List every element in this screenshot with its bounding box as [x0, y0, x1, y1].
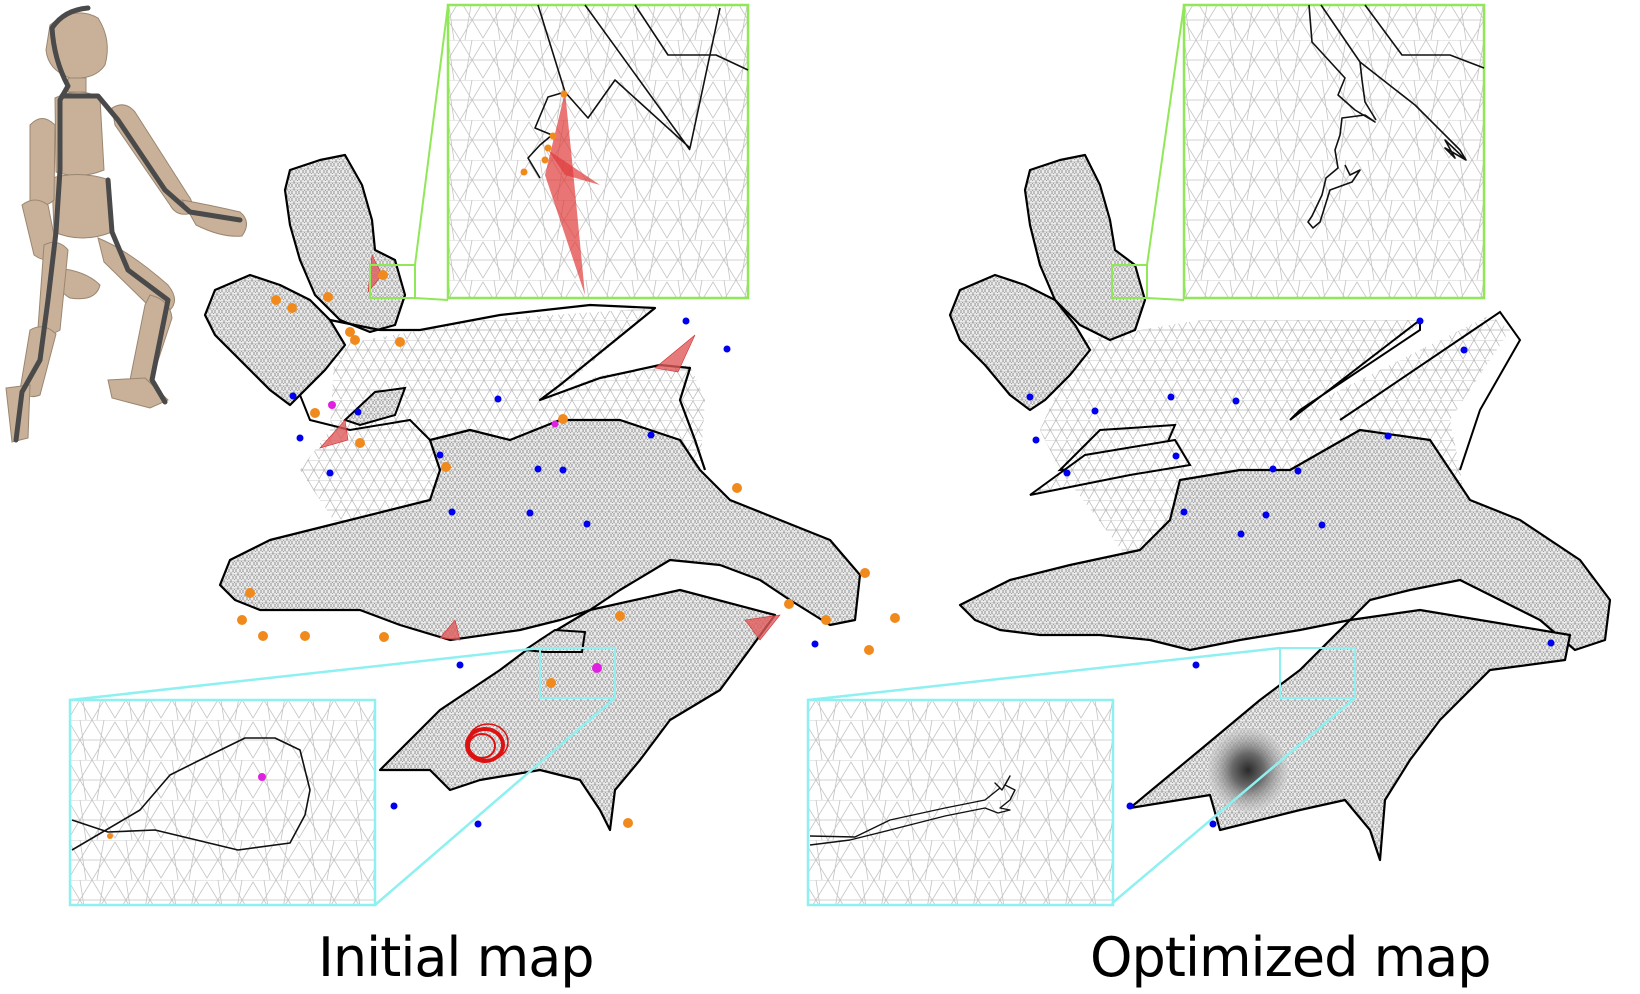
optimized-inset-top: [1182, 3, 1486, 300]
optimized-zoom-region-top: [1111, 264, 1148, 299]
optimized-zoom-region-bottom: [1279, 647, 1356, 699]
flipped-triangles: [319, 253, 781, 641]
mannequin-model: [5, 5, 247, 443]
optimized-blue-points: [1026, 317, 1555, 828]
optimized-inset-bottom: [806, 698, 1115, 907]
initial-zoom-region-top: [369, 264, 416, 299]
magenta-points: [328, 401, 602, 673]
caption-initial-map: Initial map: [318, 926, 595, 989]
initial-inset-bottom: [68, 698, 377, 907]
blue-points: [289, 317, 819, 828]
overlap-ring: [465, 723, 509, 763]
initial-map-panel: [68, 3, 900, 907]
initial-map-boundary: [329, 303, 707, 471]
orange-points: [237, 270, 900, 828]
initial-zoom-region-bottom: [539, 647, 616, 699]
caption-optimized-map: Optimized map: [1090, 926, 1492, 989]
optimized-map-panel: [806, 3, 1612, 907]
initial-inset-top: [446, 3, 750, 300]
optimized-dense-ring: [1208, 728, 1288, 812]
